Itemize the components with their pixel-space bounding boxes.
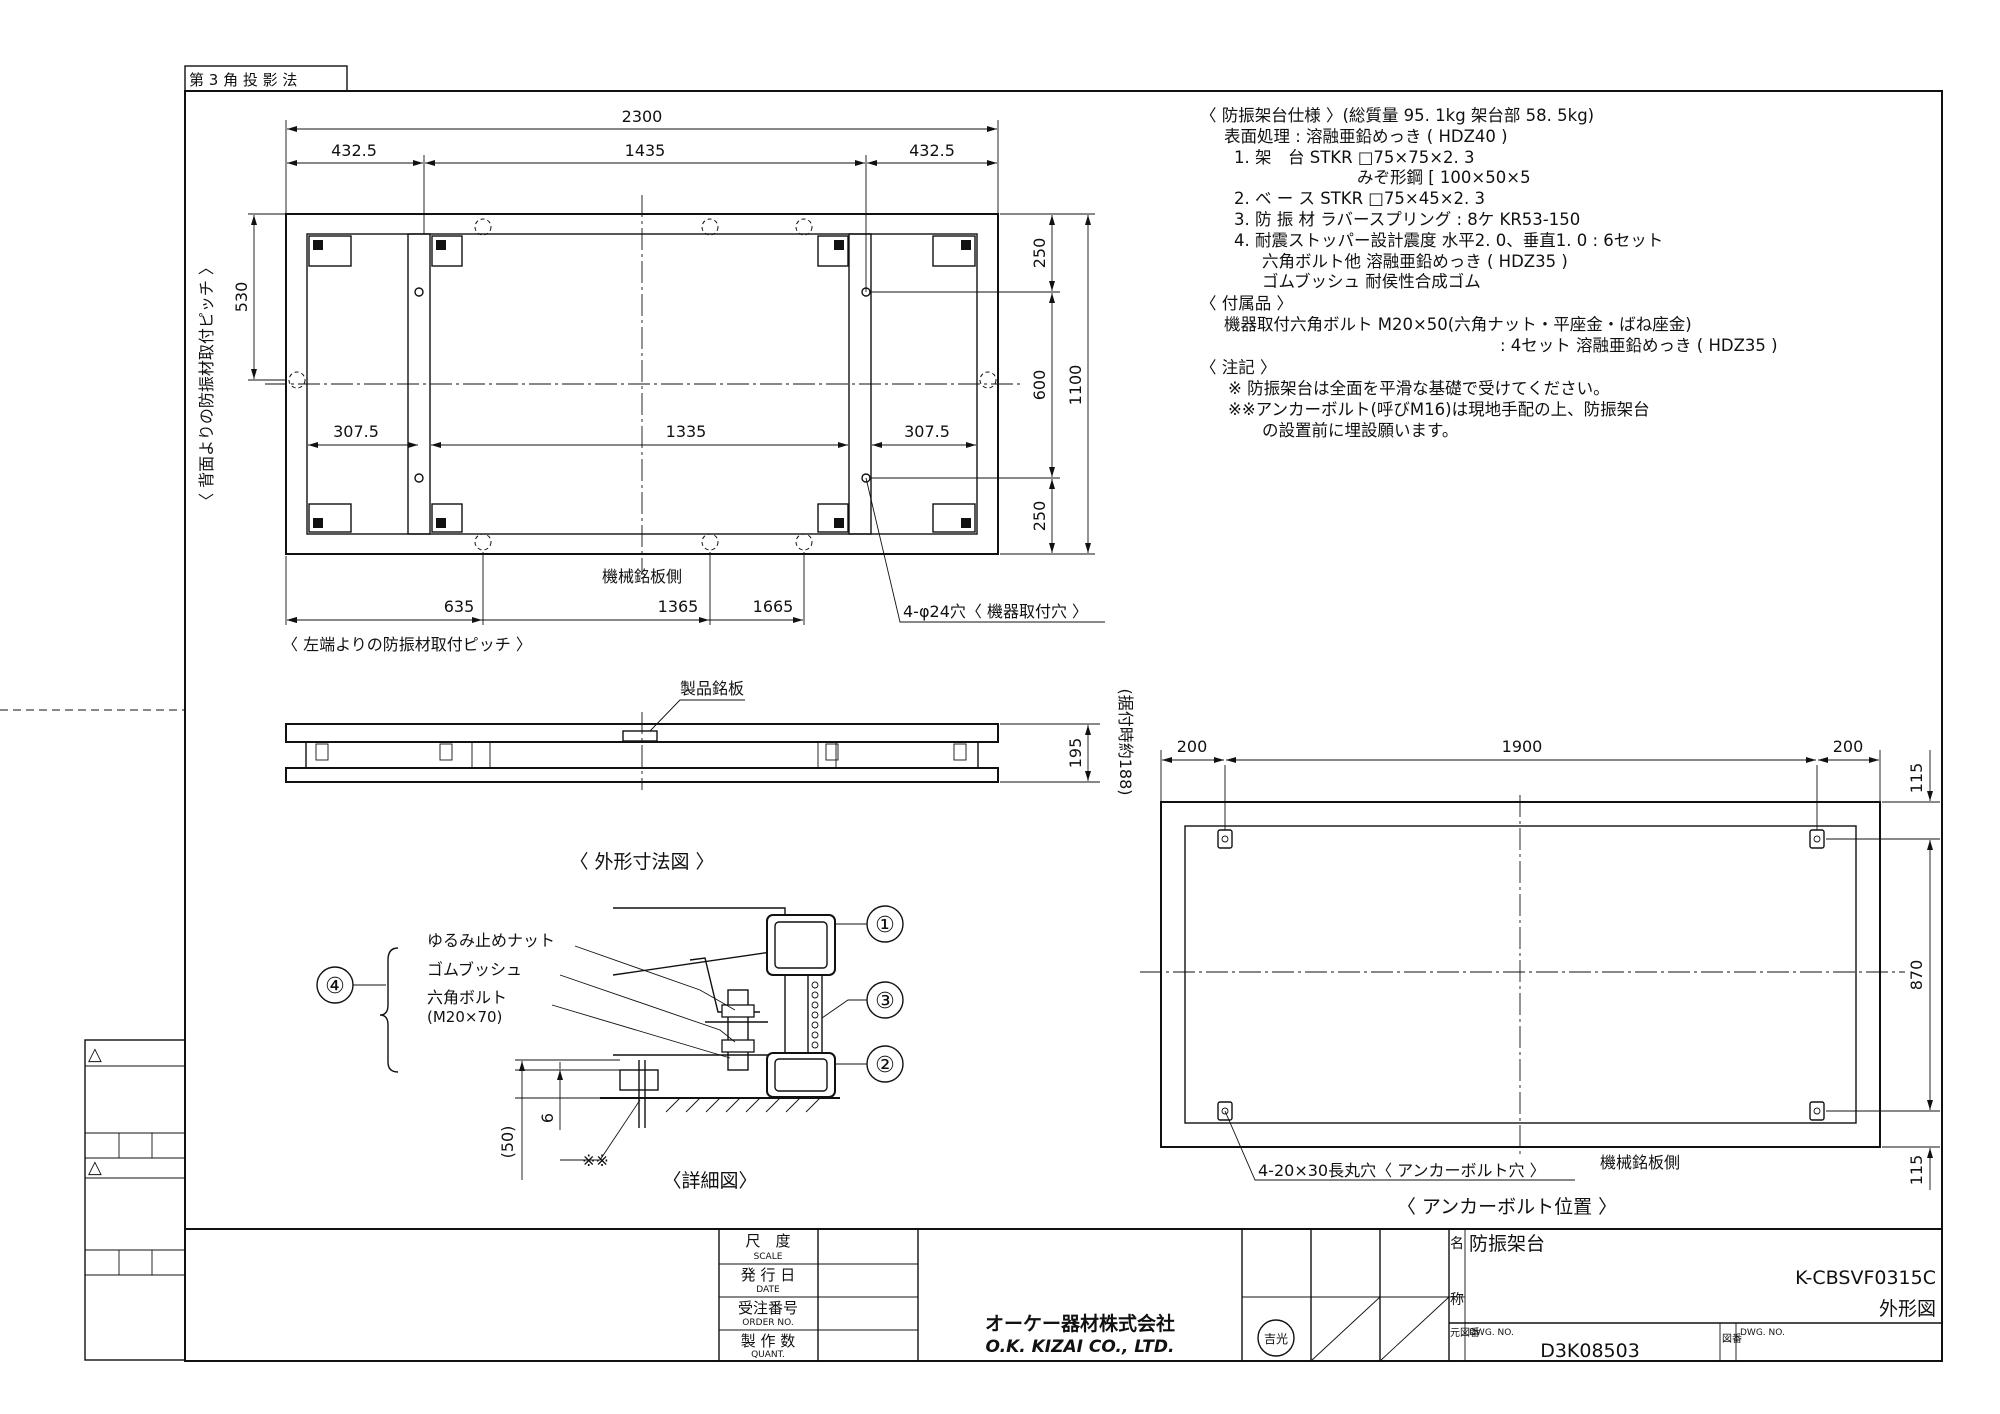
dim-spring-1: 635 [444,597,475,616]
anchor-nameplate-side: 機械銘板側 [1600,1153,1680,1172]
spec-line-3: 1. 架 台 STKR □75×75×2. 3 [1234,148,1475,167]
approval-seal [1257,1319,1295,1357]
spec-line-9: ゴムブッシュ 耐侯性合成ゴム [1262,271,1481,291]
dim-installed-height: (据付時約188) [1116,688,1135,795]
spec-line-1: 〈 防振架台仕様 〉(総質量 95. 1kg 架台部 58. 5kg) [1200,106,1594,125]
dim-anchor-top: 115 [1907,763,1926,794]
spec-line-5: 2. ベ ー ス STKR □75×45×2. 3 [1234,189,1485,208]
spec-line-11: 機器取付六角ボルト M20×50(六角ナット・平座金・ばね座金) [1224,315,1692,334]
anchor-view-title: 〈 アンカーボルト位置 〉 [1397,1196,1617,1218]
sheet-frame [0,90,1943,1362]
dim-spring-3: 1665 [753,597,794,616]
label-mounting-holes: 4-φ24穴〈 機器取付穴 〉 [903,602,1088,621]
model-number: K-CBSVF0315C [1795,1267,1936,1289]
dim-left-offset: 432.5 [331,141,377,160]
dim-left-pitch: 530 [232,282,251,313]
side-view [285,699,1100,790]
dim-anchor-bottom: 115 [1907,1155,1926,1186]
dim-overall-length: 2300 [622,107,663,126]
callout-1: ① [875,913,895,938]
spec-line-16: の設置前に埋設願います。 [1262,421,1458,440]
spec-line-15: ※※アンカーボルト(呼びM16)は現地手配の上、防振架台 [1228,400,1650,419]
dim-anchor-pitch: 1900 [1502,737,1543,756]
projection-method: 第 3 角 投 影 法 [189,71,297,89]
drawing-number: D3K08503 [1540,1340,1640,1362]
dwg-no-label: DWG. NO. [1469,1328,1514,1338]
dim-side-height: 195 [1066,738,1085,769]
anchor-view [1140,750,1940,1190]
detail-item-rubber-bush: ゴムブッシュ [427,960,522,979]
dim-right-offset: 432.5 [909,141,955,160]
anchor-holes-label: 4-20×30長丸穴〈 アンカーボルト穴 〉 [1258,1161,1546,1180]
plan-view [248,120,1105,625]
dim-anchor-right: 200 [1833,737,1864,756]
product-name: 防振架台 [1469,1233,1545,1255]
dim-inner-left: 307.5 [333,422,379,441]
projection-box [184,65,348,92]
order-label-en: ORDER NO. [742,1318,793,1328]
label-product-nameplate: 製品銘板 [680,679,744,698]
callout-4: ④ [325,974,345,999]
dim-spring-2: 1365 [658,597,699,616]
spec-line-12: : 4セット 溶融亜鉛めっき ( HDZ35 ) [1500,336,1778,355]
spec-line-10: 〈 付属品 〉 [1200,294,1293,313]
spec-line-4: みぞ形鋼 [ 100×50×5 [1357,168,1531,187]
anchor-note-mark: ※※ [582,1151,609,1170]
drawing-type: 外形図 [1879,1298,1936,1320]
callout-2: ② [875,1053,895,1078]
dim-inner-right: 307.5 [904,422,950,441]
detail-item-bolt-size: (M20×70) [427,1008,502,1026]
date-label-en: DATE [756,1285,780,1295]
detail-item-lock-nut: ゆるみ止めナット [427,931,555,950]
detail-view-title: 〈詳細図〉 [662,1170,757,1192]
seal-name: 吉光 [1264,1332,1288,1346]
quantity-label-en: QUANT. [751,1350,785,1360]
detail-item-hex-bolt: 六角ボルト [427,988,507,1007]
dim-anchor-width: 870 [1907,960,1926,991]
quantity-label: 製 作 数 [741,1332,796,1350]
dim-right-bottom: 250 [1030,501,1049,532]
title-block [185,1228,1942,1362]
order-label: 受注番号 [738,1299,798,1317]
name-label-2: 称 [1450,1292,1464,1308]
dim-hole-pitch: 1435 [625,141,666,160]
spec-line-2: 表面処理 : 溶融亜鉛めっき ( HDZ40 ) [1224,127,1508,146]
scale-label: 尺 度 [745,1232,790,1250]
dim-anchor-left: 200 [1177,737,1208,756]
dwg-no-label-2: DWG. NO. [1740,1328,1785,1338]
outline-view-title: 〈 外形寸法図 〉 [569,851,714,873]
company-name-jp: オーケー器材株式会社 [985,1312,1175,1335]
spec-line-14: ※ 防振架台は全面を平滑な基礎で受けてください。 [1228,379,1610,398]
date-label: 発 行 日 [741,1266,796,1284]
label-nameplate-side: 機械銘板側 [602,567,682,586]
name-label-1: 名 [1450,1236,1464,1252]
revision-mark-2: △ [88,1157,102,1178]
scale-label-en: SCALE [754,1252,783,1262]
spec-notes: 〈 防振架台仕様 〉(総質量 95. 1kg 架台部 58. 5kg) 表面処理… [1200,106,1778,440]
callout-3: ③ [875,989,895,1014]
orig-drawing-label: 元図番 [1450,1327,1480,1339]
revision-mark-1: △ [88,1044,102,1065]
company-name-en: O.K. KIZAI CO., LTD. [986,1337,1175,1357]
zuban-label: 図番 [1722,1333,1742,1345]
dim-right-top: 250 [1030,238,1049,269]
spec-line-8: 六角ボルト他 溶融亜鉛めっき ( HDZ35 ) [1262,252,1568,271]
dim-overall-width: 1100 [1066,365,1085,406]
detail-view [316,905,904,1180]
spec-line-7: 4. 耐震ストッパー設計震度 水平2. 0、垂直1. 0 : 6セット [1234,231,1663,250]
dim-clearance: 6 [538,1113,557,1123]
dim-anchor-depth: (50) [498,1126,517,1159]
label-left-pitch: 〈 左端よりの防振材取付ピッチ 〉 [282,635,532,654]
label-back-pitch: 〈 背面よりの防振材取付ピッチ 〉 [197,259,216,509]
spec-line-13: 〈 注記 〉 [1200,358,1277,377]
dim-right-hole-pitch: 600 [1030,370,1049,401]
dim-inner-middle: 1335 [666,422,707,441]
spec-line-6: 3. 防 振 材 ラバースプリング : 8ケ KR53-150 [1234,210,1580,229]
